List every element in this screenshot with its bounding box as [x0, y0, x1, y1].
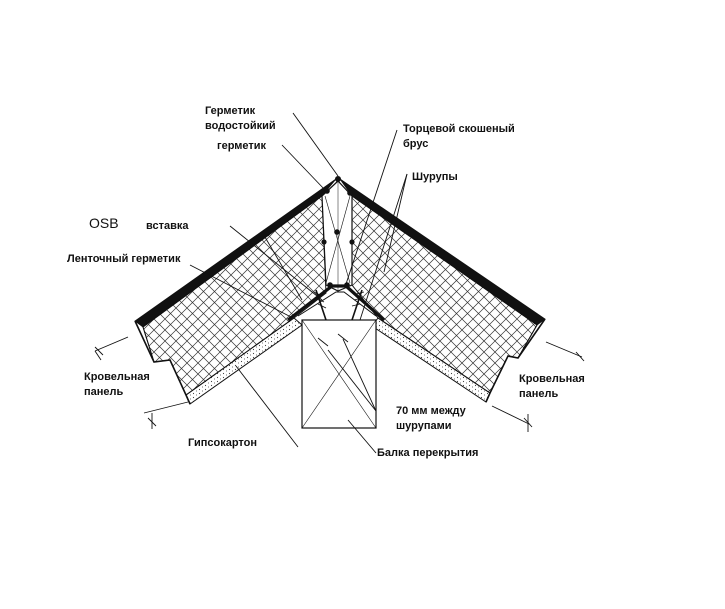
label-drywall: Гипсокартон [188, 437, 258, 449]
label-insert: вставка [146, 220, 189, 232]
label-screws: Шурупы [412, 171, 458, 183]
label-hermetic: герметик [217, 140, 267, 152]
label-hermetic-waterproof: Герметик водостойкий [205, 105, 276, 132]
left-panel-end-edge [134, 320, 191, 405]
floor-beam [301, 319, 377, 429]
label-tape-sealant: Ленточный герметик [67, 253, 181, 265]
right-panel-end-edge [485, 318, 546, 403]
label-end-beveled-beam: Торцевой скошеный брус [403, 123, 515, 150]
beveled-end-beam [321, 180, 353, 292]
right-roof-panel [339, 178, 546, 403]
label-roof-panel-right: Кровельная панель [519, 373, 585, 400]
label-floor-beam: Балка перекрытия [377, 447, 479, 459]
left-roof-panel [134, 178, 337, 405]
dimension-marks [94, 333, 585, 432]
label-roof-panel-left: Кровельная панель [84, 371, 150, 398]
sealant-dots [321, 176, 355, 288]
leader-lines [189, 112, 408, 454]
label-screw-spacing: 70 мм между шурупами [396, 405, 466, 432]
screws [313, 289, 365, 321]
label-osb: OSB [89, 215, 119, 231]
